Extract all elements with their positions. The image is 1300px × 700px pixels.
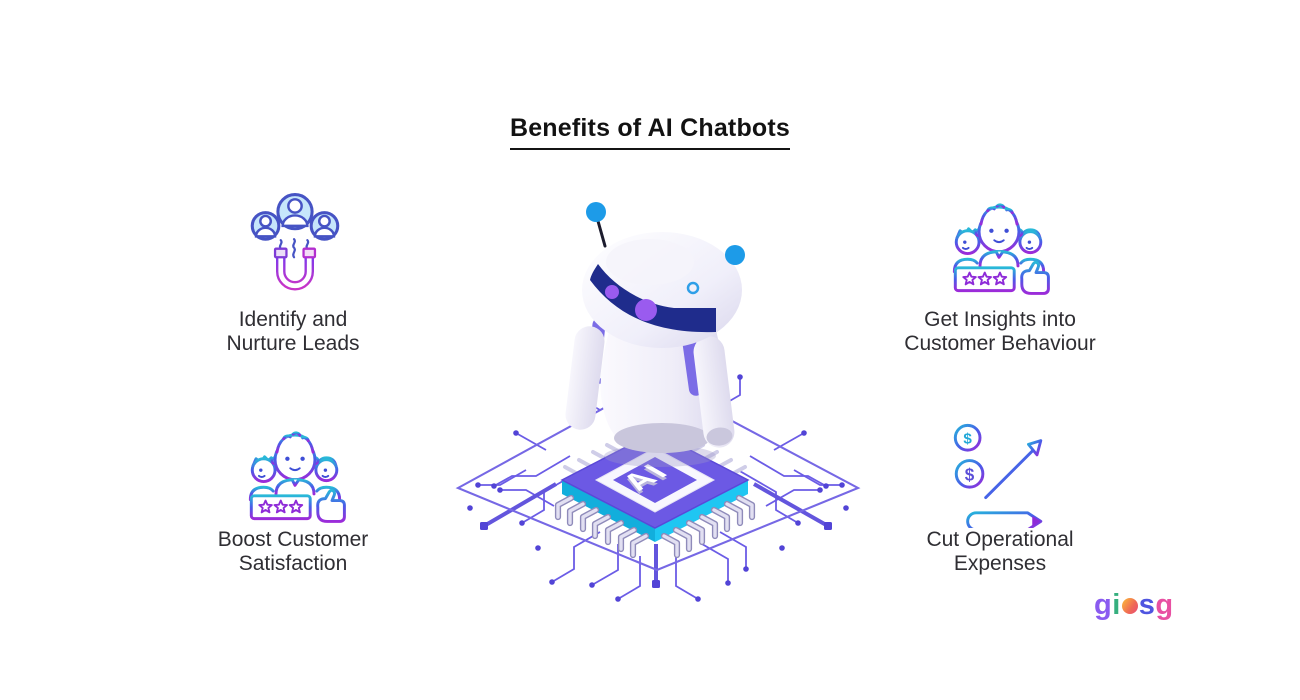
benefit-label-line: Get Insights into (924, 308, 1076, 331)
robot-eye (605, 285, 619, 299)
chip-lower-pins (554, 494, 756, 559)
circuit-thick-traces (482, 482, 829, 582)
robot-eye (635, 299, 657, 321)
benefit-label-line: Customer Behaviour (904, 332, 1096, 355)
benefit-label-customer-insights: Get Insights into Customer Behaviour (870, 308, 1130, 356)
benefit-label-customer-satisfaction: Boost Customer Satisfaction (163, 528, 423, 576)
savings-growth-pencil-icon (942, 414, 1056, 528)
logo-letter: g (1094, 589, 1113, 621)
benefit-label-line: Expenses (953, 552, 1047, 575)
magnet-attracting-leads-icon (238, 186, 352, 300)
benefit-label-identify-leads: Identify and Nurture Leads (163, 308, 423, 356)
antenna-ball (725, 245, 745, 265)
circuit-traces (478, 377, 842, 600)
robot-visor (590, 264, 716, 333)
benefit-label-line: Identify and (238, 308, 348, 331)
happy-customers-rating-icon (942, 188, 1056, 302)
logo-letter: i (1112, 589, 1121, 621)
title-wrap: Benefits of AI Chatbots (0, 114, 1300, 150)
giosg-logo: giosg (1094, 589, 1174, 622)
antenna-ball (586, 202, 606, 222)
robot-on-ai-chip-illustration: AI AI (455, 202, 861, 602)
page-title: Benefits of AI Chatbots (509, 114, 791, 150)
benefit-label-line: Boost Customer (217, 528, 369, 551)
benefit-label-line: Nurture Leads (226, 332, 360, 355)
chatbot-robot (565, 202, 745, 467)
ai-chip-top: AI AI (560, 431, 750, 529)
chip-sides (562, 480, 748, 542)
logo-letter-o-disc: o (1121, 598, 1138, 614)
benefit-label-line: Cut Operational (926, 528, 1074, 551)
benefit-label-cut-expenses: Cut Operational Expenses (870, 528, 1130, 576)
benefit-label-line: Satisfaction (238, 552, 348, 575)
happy-customers-rating-icon (238, 416, 352, 530)
logo-letter: s (1138, 589, 1156, 621)
logo-letter: g (1155, 589, 1174, 621)
